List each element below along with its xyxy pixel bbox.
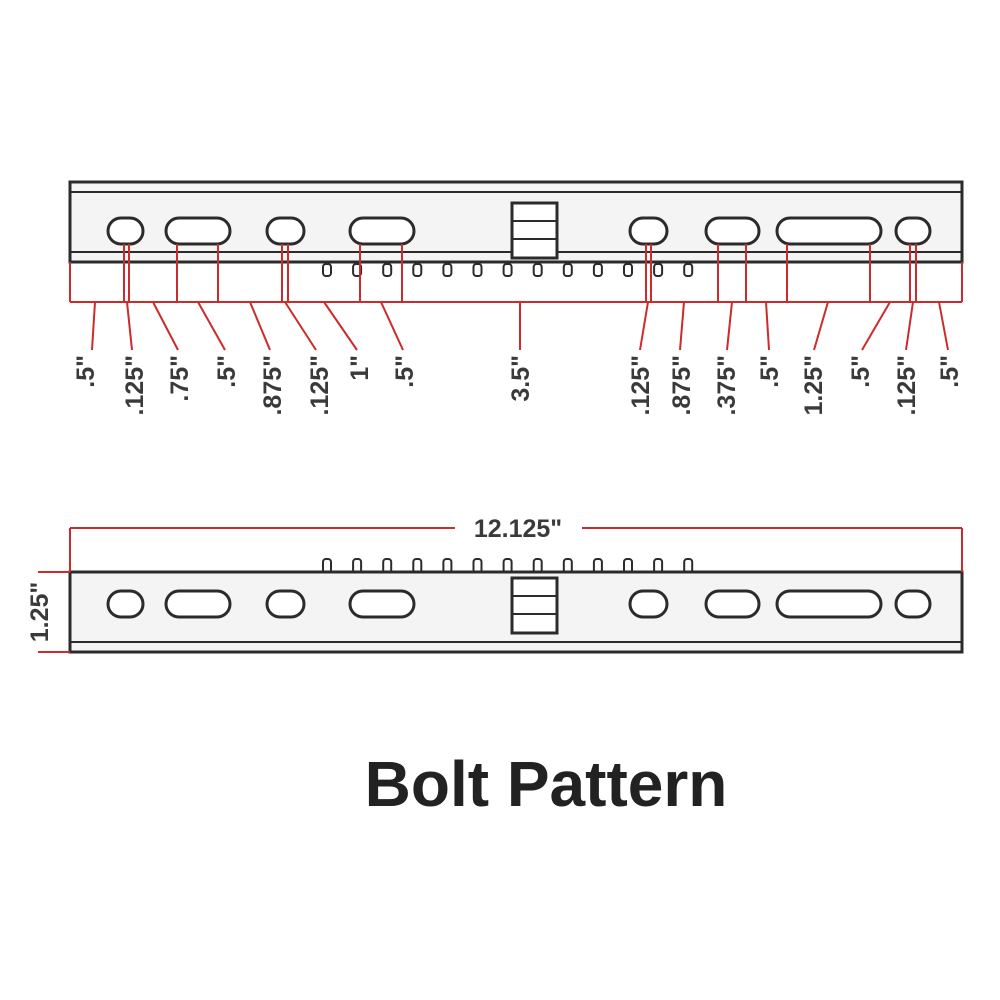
bolt-slot [775,589,883,619]
rail-tooth [562,263,573,277]
dim-label: .5" [391,355,419,388]
dim-label: .5" [213,355,241,388]
bottom-rail-center-bracket [510,576,559,635]
bolt-slot [628,589,669,619]
bolt-slot [348,589,416,619]
dim-label: .125" [306,355,334,416]
dimension-labels: .5" .125" .75" .5" .875" .125" 1" .5" 3.… [72,355,964,416]
top-rail [68,180,964,277]
dim-label: .875" [668,355,696,416]
bolt-slot [704,216,761,246]
top-rail-teeth [322,263,694,277]
top-rail-center-bracket [510,201,559,260]
bottom-rail-slots [106,589,932,619]
dim-label: .375" [713,355,741,416]
dim-label: .875" [259,355,287,416]
bolt-slot [106,589,145,619]
diagram-title: Bolt Pattern [365,748,728,820]
dim-label: .125" [627,355,655,416]
bolt-slot [775,216,883,246]
top-dimension-chain [69,244,963,303]
rail-tooth [412,263,423,277]
top-rail-slots [106,216,932,246]
rail-tooth [322,263,332,277]
dimension-leaders [91,301,949,351]
dim-label: .75" [166,355,194,402]
bolt-slot [265,216,306,246]
bolt-slot [164,216,232,246]
rail-tooth [532,263,543,277]
overall-length-label: 12.125" [474,515,562,543]
bolt-slot [894,589,932,619]
dim-label: .5" [847,355,875,388]
height-dimension: 1.25" [26,571,70,653]
dim-label: .125" [893,355,921,416]
rail-tooth [502,263,513,277]
overall-length-dimension: 12.125" [69,515,963,572]
bottom-rail [68,558,964,654]
dim-label: .125" [121,355,149,416]
rail-tooth [592,263,603,277]
dim-label: 3.5" [507,355,535,402]
rail-tooth [683,263,694,277]
bolt-slot [164,589,232,619]
dim-label: .5" [936,355,964,388]
dim-label: .5" [756,355,784,388]
bolt-slot [894,216,932,246]
dim-label: .5" [72,355,100,388]
rail-tooth [472,263,483,277]
rail-tooth [623,263,633,277]
bolt-slot [704,589,761,619]
bolt-slot [628,216,669,246]
rail-tooth [442,263,453,277]
dim-label: 1.25" [800,355,828,416]
dim-label: 1" [346,355,374,381]
height-label: 1.25" [26,582,54,643]
bolt-slot [106,216,145,246]
rail-tooth [653,263,664,277]
bolt-slot [265,589,306,619]
rail-tooth [382,263,393,277]
bolt-slot [348,216,416,246]
